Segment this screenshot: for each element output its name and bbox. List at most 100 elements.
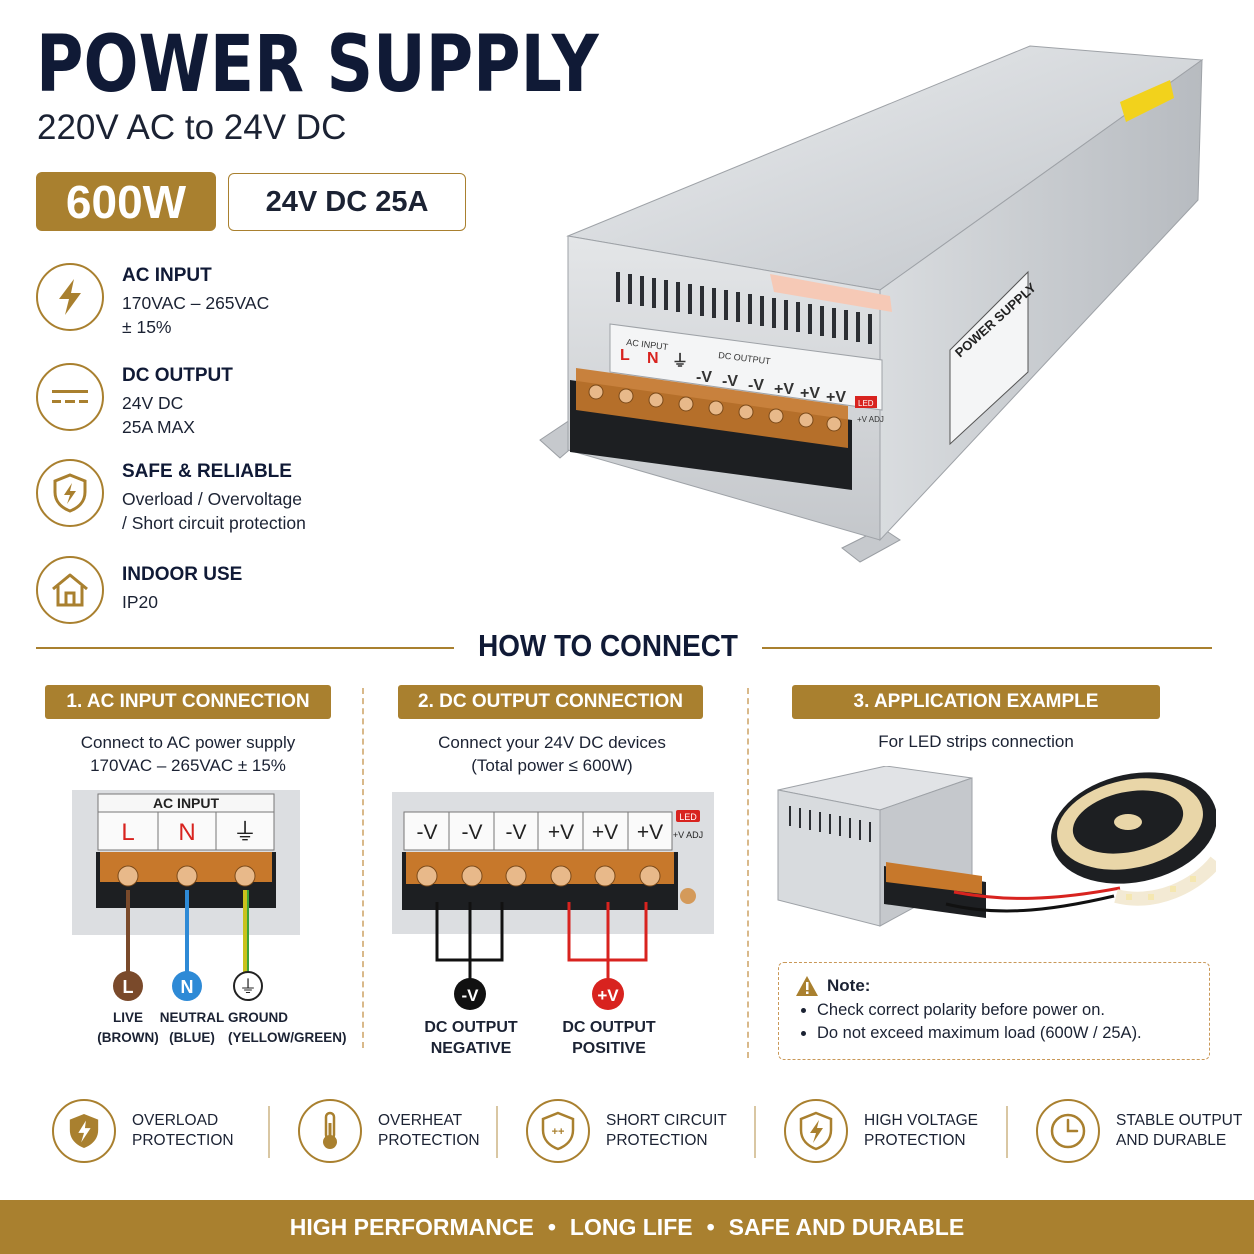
output-label: POSITIVE (572, 1040, 646, 1057)
shield-bolt-icon (784, 1099, 848, 1163)
house-icon (36, 556, 104, 624)
product-led-label: LED (858, 399, 874, 408)
spec-heading: INDOOR USE (122, 564, 243, 585)
output-label: DC OUTPUT (424, 1019, 518, 1036)
divider (762, 647, 1212, 649)
footer-item: SAFE AND DURABLE (728, 1213, 965, 1240)
product-terminal-label: ⏚ (672, 352, 688, 370)
footer-banner: HIGH PERFORMANCE • LONG LIFE • SAFE AND … (0, 1200, 1254, 1254)
product-terminal-label: N (647, 350, 659, 367)
footer-item: HIGH PERFORMANCE (289, 1213, 534, 1240)
thermometer-icon (298, 1099, 362, 1163)
wire-label: (BLUE) (169, 1030, 215, 1045)
warning-icon (796, 976, 818, 996)
spec-ac-input: AC INPUT 170VAC – 265VAC± 15% (36, 263, 269, 339)
dc-terminal-label: -V (506, 821, 527, 844)
product-adj-label: +V ADJ (857, 415, 884, 424)
spec-heading: AC INPUT (122, 265, 212, 286)
spec-line: / Short circuit protection (122, 513, 306, 533)
ac-terminal-label: L (121, 819, 134, 846)
feature-overheat: OVERHEAT PROTECTION (298, 1099, 480, 1163)
wire-label: GROUND (228, 1010, 288, 1025)
section-text: 170VAC – 265VAC ± 15% (90, 756, 286, 775)
dc-terminal-label: -V (417, 821, 438, 844)
section-text: (Total power ≤ 600W) (471, 756, 633, 775)
note-box: Note: Check correct polarity before powe… (778, 962, 1210, 1060)
application-example-image (777, 766, 1216, 927)
positive-symbol: +V (597, 986, 619, 1005)
dc-terminal-label: +V (592, 821, 618, 844)
divider (1006, 1106, 1008, 1158)
wire-symbol: ⏚ (239, 977, 257, 998)
feature-label: PROTECTION (132, 1132, 234, 1149)
spec-heading: SAFE & RELIABLE (122, 461, 292, 482)
feature-label: HIGH VOLTAGE (864, 1112, 978, 1129)
wattage-badge: 600W (36, 172, 216, 231)
spec-line: 25A MAX (122, 417, 195, 437)
product-terminal-label: L (620, 347, 630, 364)
section-dc-output-badge: 2. DC OUTPUT CONNECTION (398, 685, 703, 719)
clock-icon (1036, 1099, 1100, 1163)
wire-symbol: L (123, 977, 134, 997)
feature-label: OVERHEAT (378, 1112, 463, 1129)
wire-label: LIVE (112, 1010, 143, 1025)
page-title: POWER SUPPLY (36, 20, 599, 110)
negative-symbol: -V (462, 986, 480, 1005)
ac-diagram-header: AC INPUT (153, 795, 220, 811)
footer-separator: • (706, 1213, 715, 1240)
shield-plus-icon: ++ (526, 1099, 590, 1163)
divider (36, 647, 454, 649)
divider (754, 1106, 756, 1158)
spec-safe-reliable: SAFE & RELIABLE Overload / Overvoltage/ … (36, 459, 306, 535)
divider (362, 688, 364, 1048)
feature-label: AND DURABLE (1116, 1132, 1227, 1149)
wire-label: NEUTRAL (159, 1010, 225, 1025)
wire-label: (BROWN) (97, 1030, 159, 1045)
wire-symbol: N (181, 977, 194, 997)
product-terminal-label: +V (826, 389, 846, 406)
feature-stable-output: STABLE OUTPUT AND DURABLE (1036, 1099, 1242, 1163)
feature-label: PROTECTION (606, 1132, 708, 1149)
spec-line: 24V DC (122, 393, 184, 413)
footer-item: LONG LIFE (569, 1213, 693, 1240)
section-text: Connect your 24V DC devices (438, 733, 666, 752)
product-terminal-label: -V (696, 369, 712, 386)
product-terminal-label: +V (774, 381, 794, 398)
feature-label: PROTECTION (378, 1132, 480, 1149)
section-text: For LED strips connection (878, 732, 1074, 751)
divider (496, 1106, 498, 1158)
page-subtitle: 220V AC to 24V DC (37, 108, 347, 147)
ac-input-diagram: AC INPUT L N ⏚ L N ⏚ (72, 790, 300, 1001)
section-application-badge: 3. APPLICATION EXAMPLE (792, 685, 1160, 719)
wire-label: (YELLOW/GREEN) (228, 1030, 347, 1045)
feature-label: PROTECTION (864, 1132, 966, 1149)
ac-terminal-label: N (178, 819, 195, 846)
spec-indoor-use: INDOOR USE IP20 (36, 556, 242, 624)
footer-separator: • (547, 1213, 556, 1240)
note-title: Note: (827, 976, 871, 995)
divider (268, 1106, 270, 1158)
dc-symbol-icon (36, 363, 104, 431)
spec-line: ± 15% (122, 317, 172, 337)
shield-icon (36, 459, 104, 527)
feature-high-voltage: HIGH VOLTAGE PROTECTION (784, 1099, 978, 1163)
feature-label: STABLE OUTPUT (1116, 1112, 1243, 1129)
how-to-title: HOW TO CONNECT (478, 628, 738, 663)
dc-adj-label: +V ADJ (673, 830, 703, 840)
product-terminal-label: +V (800, 385, 820, 402)
output-label: NEGATIVE (430, 1040, 512, 1057)
output-label: DC OUTPUT (562, 1019, 656, 1036)
rating-badge: 24V DC 25A (228, 173, 466, 231)
svg-text:++: ++ (552, 1126, 565, 1138)
feature-overload: OVERLOAD PROTECTION (52, 1099, 234, 1163)
ac-terminal-label: ⏚ (233, 818, 257, 846)
product-terminal-label: -V (748, 377, 764, 394)
product-terminal-label: -V (722, 373, 738, 390)
section-text: Connect to AC power supply (80, 733, 296, 752)
lightning-icon (36, 263, 104, 331)
feature-label: OVERLOAD (132, 1112, 219, 1129)
feature-label: SHORT CIRCUIT (606, 1112, 727, 1129)
dc-output-diagram: -V -V -V +V +V +V LED +V ADJ -V +V (392, 792, 714, 1010)
dc-led-label: LED (679, 812, 697, 822)
